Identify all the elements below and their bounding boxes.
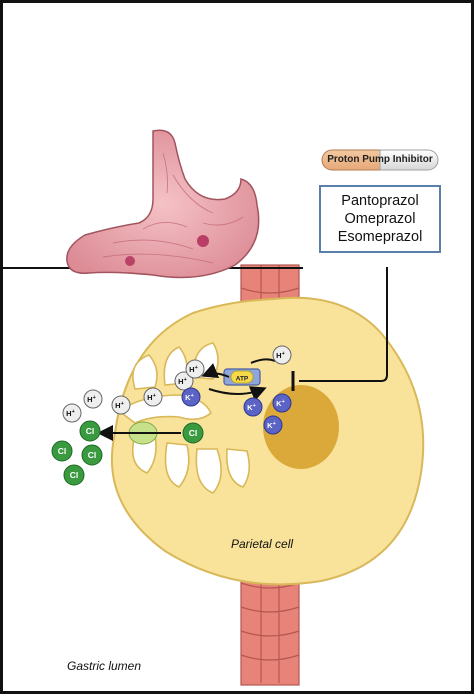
atp-label: ATP (236, 376, 249, 383)
ion-symbol: H+ (115, 401, 124, 410)
ion-symbol: H+ (66, 409, 75, 418)
ion-symbol: Cl (58, 446, 67, 456)
ion-symbol: Cl (189, 428, 198, 438)
ion-symbol: Cl (88, 450, 97, 460)
proton-ion: H+ (62, 403, 82, 423)
drug-omeprazol: Omeprazol (344, 211, 416, 227)
proton-ion: H+ (272, 345, 292, 365)
proton-ion: H+ (83, 389, 103, 409)
ion-symbol: H+ (147, 393, 156, 402)
proton-ion: H+ (174, 371, 194, 391)
chloride-ion: Cl (79, 420, 101, 442)
ion-symbol: Cl (86, 426, 95, 436)
drug-list-box: Pantoprazol Omeprazol Esomeprazol (319, 185, 441, 253)
potassium-ion: K+ (181, 387, 201, 407)
ion-symbol: H+ (276, 351, 285, 360)
ion-symbol: H+ (189, 365, 198, 374)
chloride-channel (97, 421, 181, 445)
ion-symbol: K+ (247, 403, 256, 412)
proton-ion: H+ (143, 387, 163, 407)
ppi-label: Proton Pump Inhibitor (327, 154, 433, 165)
parietal-cell-label: Parietal cell (231, 537, 294, 551)
gastric-lumen-label: Gastric lumen (67, 659, 142, 673)
potassium-ion: K+ (263, 415, 283, 435)
ion-symbol: K+ (185, 393, 194, 402)
ppi-capsule (321, 149, 439, 171)
ion-symbol: K+ (267, 421, 276, 430)
potassium-ion: K+ (272, 393, 292, 413)
chloride-ion: Cl (63, 464, 85, 486)
potassium-ion: K+ (243, 397, 263, 417)
ion-symbol: H+ (178, 377, 187, 386)
proton-ion: H+ (185, 359, 205, 379)
ion-symbol: H+ (87, 395, 96, 404)
proton-ion: H+ (111, 395, 131, 415)
ion-symbol: K+ (276, 399, 285, 408)
chloride-ion: Cl (182, 422, 204, 444)
drug-esomeprazol: Esomeprazol (337, 229, 423, 245)
inhibition-line (299, 267, 388, 382)
stomach-illustration (66, 129, 260, 279)
chloride-ion: Cl (81, 444, 103, 466)
ion-symbol: Cl (70, 470, 79, 480)
drug-pantoprazol: Pantoprazol (341, 193, 419, 209)
proton-pump: ATP (201, 358, 276, 401)
chloride-ion: Cl (51, 440, 73, 462)
